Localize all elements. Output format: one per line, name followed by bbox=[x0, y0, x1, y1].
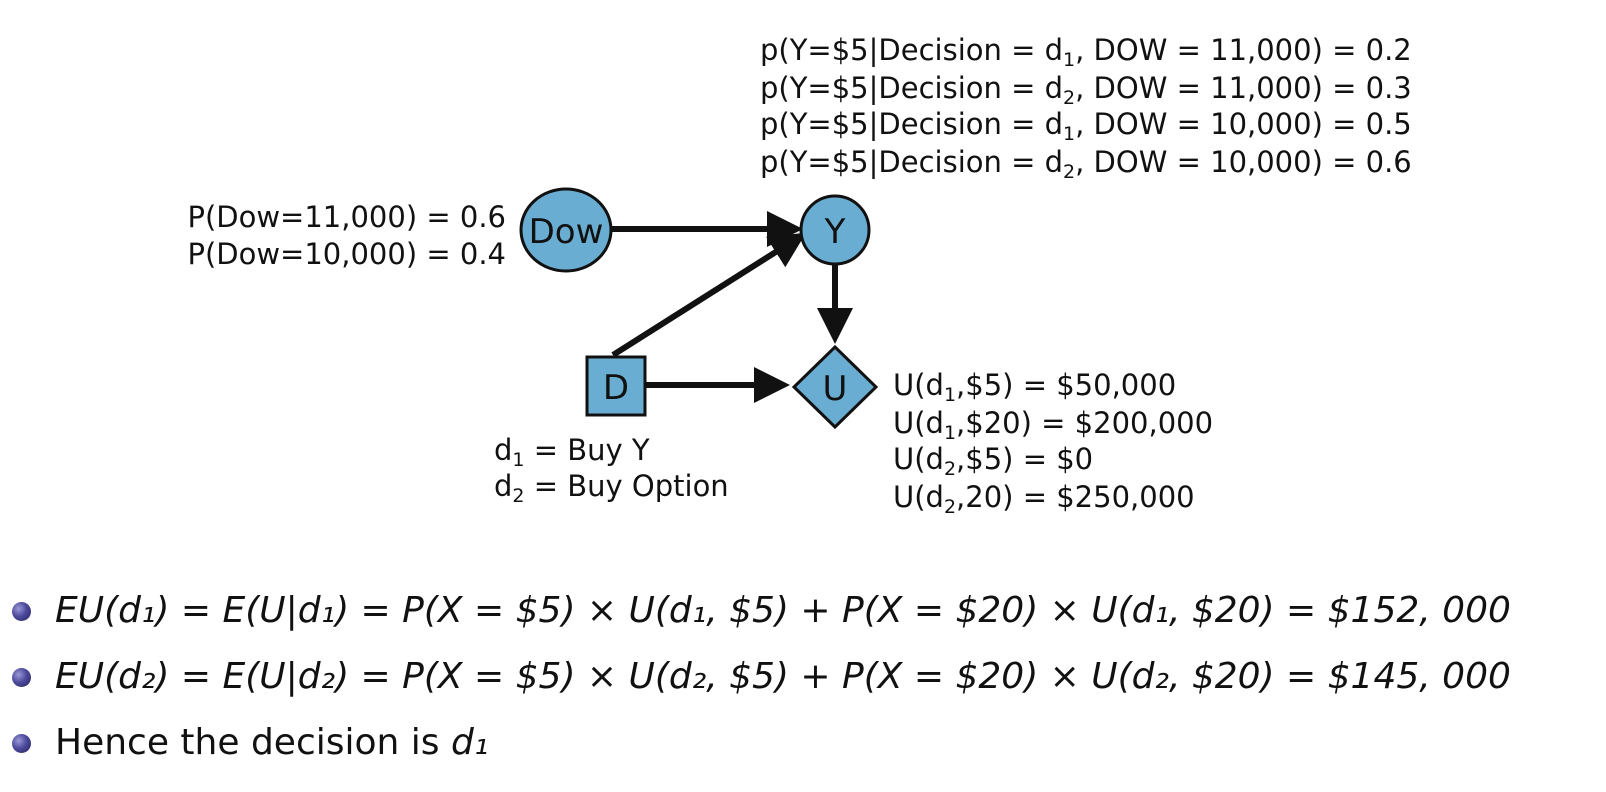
prob-y-row-3: p(Y=$5|Decision = d1, DOW = 10,000) = 0.… bbox=[760, 107, 1412, 145]
bullet-conclusion-var: d₁ bbox=[450, 722, 489, 763]
bullet-eu-d1: EU(d₁) = E(U|d₁) = P(X = $5) × U(d₁, $5)… bbox=[0, 578, 1606, 644]
node-y: Y bbox=[799, 194, 871, 266]
utility-row-4: U(d2,20) = $250,000 bbox=[893, 480, 1195, 518]
prob-dow-row-2: P(Dow=10,000) = 0.4 bbox=[187, 237, 506, 271]
utility-table: U(d1,$5) = $50,000 U(d1,$20) = $200,000 … bbox=[893, 368, 1213, 518]
bullet-dot-icon bbox=[12, 734, 31, 753]
prob-dow-row-1: P(Dow=11,000) = 0.6 bbox=[187, 200, 506, 234]
decision-d2: d2 = Buy Option bbox=[494, 469, 729, 507]
bullet-eu-d2: EU(d₂) = E(U|d₂) = P(X = $5) × U(d₂, $5)… bbox=[0, 644, 1606, 710]
edge-d-to-y bbox=[611, 232, 807, 358]
prob-table-y: p(Y=$5|Decision = d1, DOW = 11,000) = 0.… bbox=[760, 33, 1412, 183]
node-u: U bbox=[791, 344, 879, 430]
prob-y-row-1: p(Y=$5|Decision = d1, DOW = 11,000) = 0.… bbox=[760, 33, 1412, 71]
utility-row-1: U(d1,$5) = $50,000 bbox=[893, 368, 1176, 406]
node-dow: Dow bbox=[519, 187, 613, 273]
prob-table-dow: P(Dow=11,000) = 0.6 P(Dow=10,000) = 0.4 bbox=[187, 200, 506, 271]
influence-diagram: p(Y=$5|Decision = d1, DOW = 11,000) = 0.… bbox=[187, 33, 1412, 518]
node-dow-shape bbox=[519, 187, 613, 273]
node-u-shape bbox=[791, 344, 879, 430]
node-y-shape bbox=[799, 194, 871, 266]
node-d-shape bbox=[585, 355, 647, 417]
bullet-eu-d2-text: EU(d₂) = E(U|d₂) = P(X = $5) × U(d₂, $5)… bbox=[55, 656, 1511, 697]
utility-row-3: U(d2,$5) = $0 bbox=[893, 442, 1093, 480]
node-u-label: U bbox=[823, 369, 848, 409]
node-dow-label: Dow bbox=[529, 212, 604, 252]
prob-y-row-4: p(Y=$5|Decision = d2, DOW = 10,000) = 0.… bbox=[760, 145, 1412, 183]
decision-definitions: d1 = Buy Y d2 = Buy Option bbox=[494, 433, 729, 507]
node-d: D bbox=[585, 355, 647, 417]
bullet-dot-icon bbox=[12, 668, 31, 687]
bullet-conclusion-text: Hence the decision is bbox=[55, 722, 451, 763]
node-d-label: D bbox=[603, 368, 629, 408]
bullet-eu-d1-text: EU(d₁) = E(U|d₁) = P(X = $5) × U(d₁, $5)… bbox=[55, 590, 1511, 631]
decision-d1: d1 = Buy Y bbox=[494, 433, 650, 471]
bullet-dot-icon bbox=[12, 602, 31, 621]
node-y-label: Y bbox=[824, 212, 846, 252]
bullet-conclusion: Hence the decision is d₁ bbox=[0, 710, 1606, 776]
bullet-list: EU(d₁) = E(U|d₁) = P(X = $5) × U(d₁, $5)… bbox=[0, 578, 1606, 776]
utility-row-2: U(d1,$20) = $200,000 bbox=[893, 406, 1213, 444]
prob-y-row-2: p(Y=$5|Decision = d2, DOW = 11,000) = 0.… bbox=[760, 71, 1412, 109]
